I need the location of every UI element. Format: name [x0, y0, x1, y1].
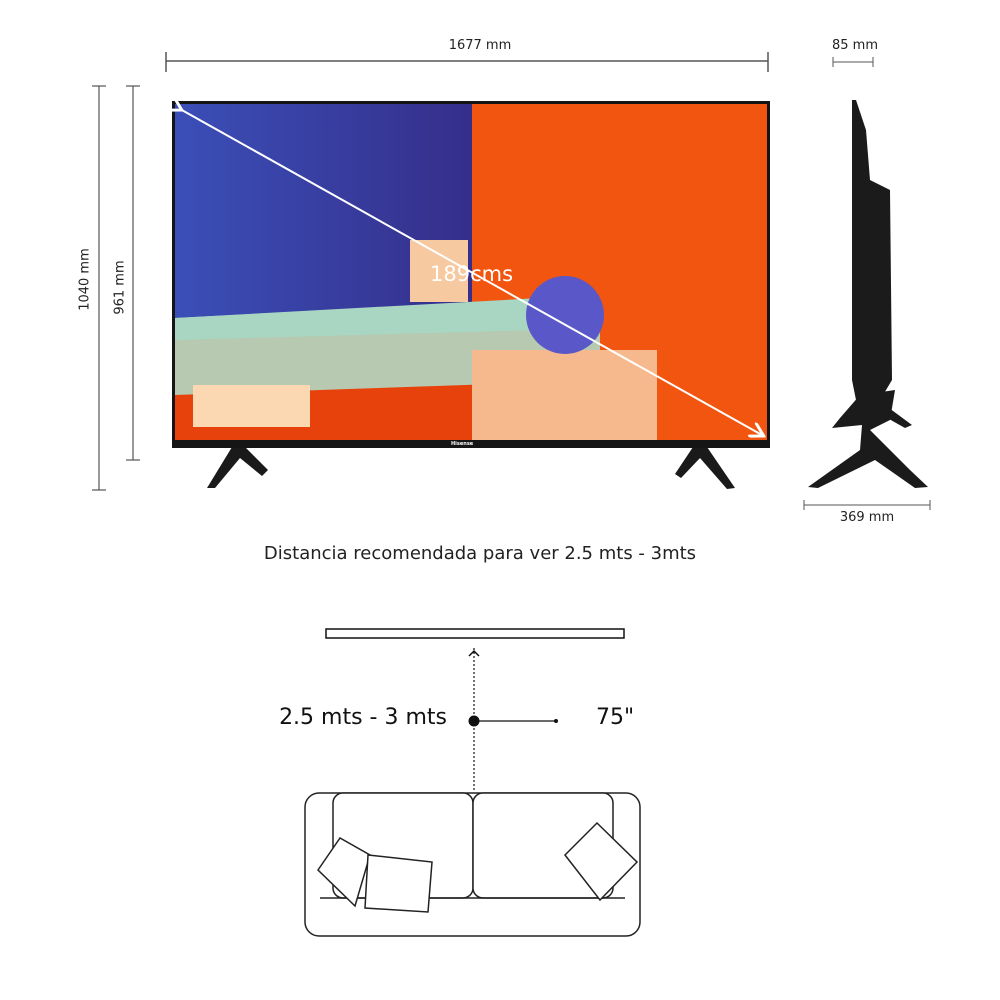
- diagonal-label: 189cms: [430, 262, 514, 286]
- stand-depth-label: 369 mm: [839, 510, 895, 525]
- height-with-stand-label: 1040 mm: [77, 248, 93, 311]
- depth-dimension-line: [832, 57, 874, 67]
- screen-size-label: 75": [596, 705, 635, 730]
- panel-height-label: 961 mm: [112, 260, 128, 315]
- width-label: 1677 mm: [448, 38, 512, 53]
- viewing-diagram: [325, 628, 625, 792]
- recommendation-text: Distancia recomendada para ver 2.5 mts -…: [263, 543, 697, 564]
- tv-side: [808, 100, 928, 488]
- tv-front: [172, 101, 770, 489]
- sofa-icon: [304, 792, 641, 937]
- stand-depth-dimension-line: [803, 500, 931, 510]
- distance-label: 2.5 mts - 3 mts: [279, 705, 447, 730]
- depth-label: 85 mm: [831, 38, 878, 53]
- width-dimension-line: [165, 52, 769, 72]
- brand-logo: Hisense: [451, 441, 474, 447]
- height-dimension-lines: [92, 85, 140, 491]
